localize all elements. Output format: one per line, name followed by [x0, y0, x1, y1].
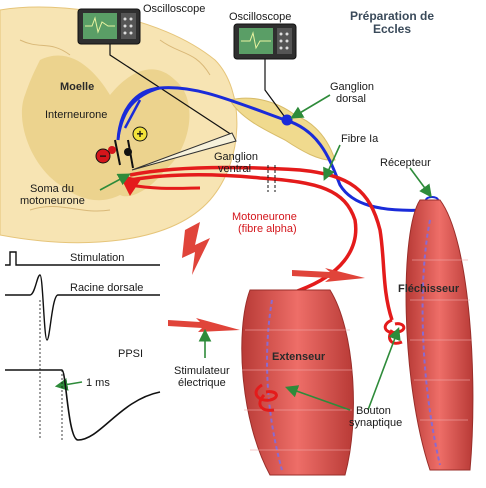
label-extenseur: Extenseur	[272, 351, 326, 363]
stimulation-trace	[5, 251, 160, 266]
ventral-root-markers	[267, 165, 276, 192]
sensory-fiber-ia	[116, 86, 426, 212]
muscle-flechisseur	[405, 199, 474, 471]
label-ganglion-ventral-1: Ganglion	[214, 151, 258, 163]
label-stimulateur-1: Stimulateur	[174, 365, 230, 377]
label-pointers	[54, 94, 432, 411]
label-stimulateur-2: électrique	[178, 377, 226, 389]
label-soma-1: Soma du	[30, 183, 74, 195]
label-fibre-ia: Fibre Ia	[341, 133, 379, 145]
label-ganglion-ventral-2: ventral	[218, 163, 251, 175]
label-ppsi: PPSI	[118, 348, 143, 360]
label-oscilloscope-left: Oscilloscope	[143, 3, 205, 15]
muscle-extenseur	[241, 289, 354, 476]
label-motoneurone-2: (fibre alpha)	[238, 223, 297, 235]
label-racine-dorsale: Racine dorsale	[70, 282, 143, 294]
inhibitory-symbol: −	[95, 148, 111, 164]
trace-dashed-guides	[39, 300, 63, 440]
synaptic-bouton-extenseur	[254, 383, 278, 412]
microelectrode	[131, 132, 237, 171]
title-line-2: Eccles	[373, 22, 411, 36]
label-ganglion-dorsal-1: Ganglion	[330, 81, 374, 93]
oscilloscope-right	[233, 23, 297, 60]
label-bouton-2: synaptique	[349, 417, 402, 429]
label-soma-2: motoneurone	[20, 195, 85, 207]
label-motoneurone-1: Motoneurone	[232, 211, 297, 223]
oscilloscope-cables	[109, 44, 288, 136]
plus-sign: +	[136, 127, 143, 141]
title-line-1: Préparation de	[350, 9, 434, 23]
oscilloscope-left	[77, 8, 141, 45]
ppsi-trace	[5, 369, 161, 441]
label-flechisseur: Fléchisseur	[398, 283, 460, 295]
label-interneurone: Interneurone	[45, 109, 107, 121]
label-stimulation: Stimulation	[70, 252, 124, 264]
dorsal-root-trace	[5, 274, 160, 341]
label-ganglion-dorsal-2: dorsal	[336, 93, 366, 105]
minus-sign: −	[99, 149, 106, 163]
excitatory-symbol: +	[132, 126, 148, 142]
label-moelle: Moelle	[60, 81, 94, 93]
stimulation-sparks	[168, 222, 365, 332]
interneurone-cells	[108, 139, 134, 169]
label-one-ms: 1 ms	[86, 377, 110, 389]
label-bouton-1: Bouton	[356, 405, 391, 417]
label-oscilloscope-right: Oscilloscope	[229, 11, 291, 23]
label-recepteur: Récepteur	[380, 157, 431, 169]
